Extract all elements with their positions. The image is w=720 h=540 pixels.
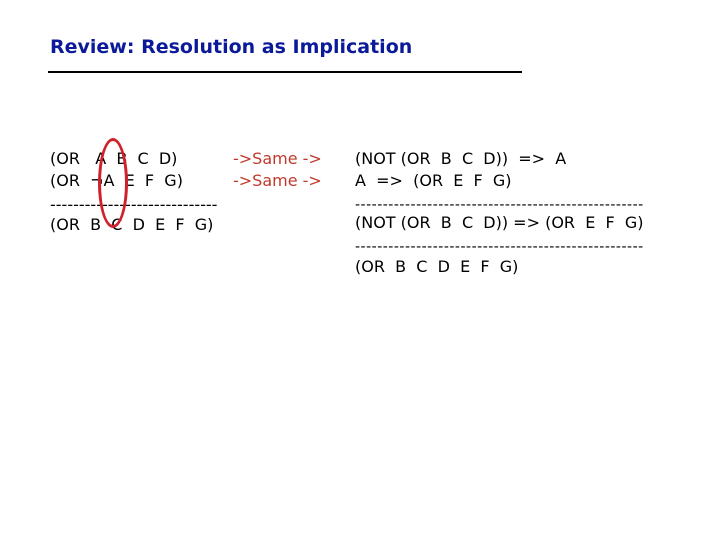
left-divider: ----------------------------- (50, 195, 218, 214)
right-line-3: (NOT (OR B C D)) => (OR E F G) (355, 213, 644, 232)
same-arrow-2: ->Same -> (233, 171, 322, 190)
title-underline (48, 71, 522, 73)
right-divider-2: ----------------------------------------… (355, 239, 644, 255)
slide-title: Review: Resolution as Implication (50, 36, 413, 58)
right-result: (OR B C D E F G) (355, 257, 519, 276)
same-arrow-1: ->Same -> (233, 149, 322, 168)
left-result: (OR B C D E F G) (50, 215, 214, 234)
literal-highlight-circle (98, 138, 128, 228)
right-line-2: A => (OR E F G) (355, 171, 512, 190)
right-line-1: (NOT (OR B C D)) => A (355, 149, 567, 168)
right-divider-1: ----------------------------------------… (355, 197, 644, 213)
